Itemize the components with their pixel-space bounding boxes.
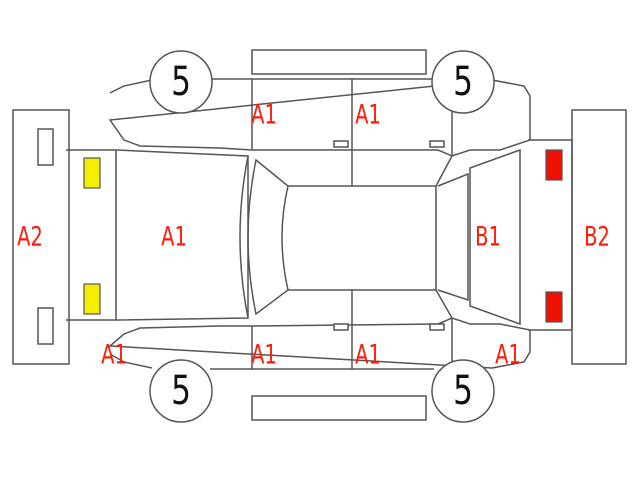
right-front-door-label: A1 (251, 339, 277, 371)
front-left-lamp (83, 157, 101, 189)
left-rear-door-label: A1 (355, 99, 381, 131)
front-bumper-right-slot (37, 307, 54, 345)
rear-bumper-label: B2 (584, 221, 610, 253)
front-left-tire-value: 5 (171, 59, 191, 105)
windshield-front-edge (239, 155, 249, 319)
rear-right-lamp (545, 291, 563, 323)
rear-left-tire-value: 5 (453, 59, 473, 105)
front-bumper-left-slot (37, 128, 54, 166)
rear-pillar (437, 172, 469, 302)
rear-left-lamp (545, 149, 563, 181)
left-side-skirt (251, 49, 427, 75)
right-front-door-handle (333, 323, 349, 331)
left-front-door-handle (333, 140, 349, 148)
right-rear-door-handle (429, 323, 445, 331)
front-bumper-label: A2 (17, 221, 43, 253)
front-left-tire (149, 50, 213, 114)
rear-bumper (571, 109, 627, 365)
rear-left-tire (431, 50, 495, 114)
front-left-fender-label: A1 (101, 339, 127, 371)
back-door-label: B1 (475, 221, 501, 253)
right-body-profile (108, 317, 531, 370)
back-door-glass (469, 148, 521, 326)
windshield (247, 158, 289, 316)
rear-right-tire-value: 5 (453, 368, 473, 414)
left-body-profile (108, 78, 531, 157)
front-right-fender-label: A1 (495, 339, 521, 371)
rear-panel-outline (528, 139, 573, 331)
front-panel-outline (66, 149, 117, 321)
front-right-lamp (83, 283, 101, 315)
rear-right-tire (431, 359, 495, 423)
hood-label: A1 (161, 221, 187, 253)
left-rear-door-handle (429, 140, 445, 148)
roof (288, 185, 437, 291)
front-right-tire (149, 359, 213, 423)
front-right-tire-value: 5 (171, 368, 191, 414)
left-front-door-label: A1 (251, 99, 277, 131)
right-side-skirt (251, 395, 427, 421)
right-rear-door-label: A1 (355, 339, 381, 371)
